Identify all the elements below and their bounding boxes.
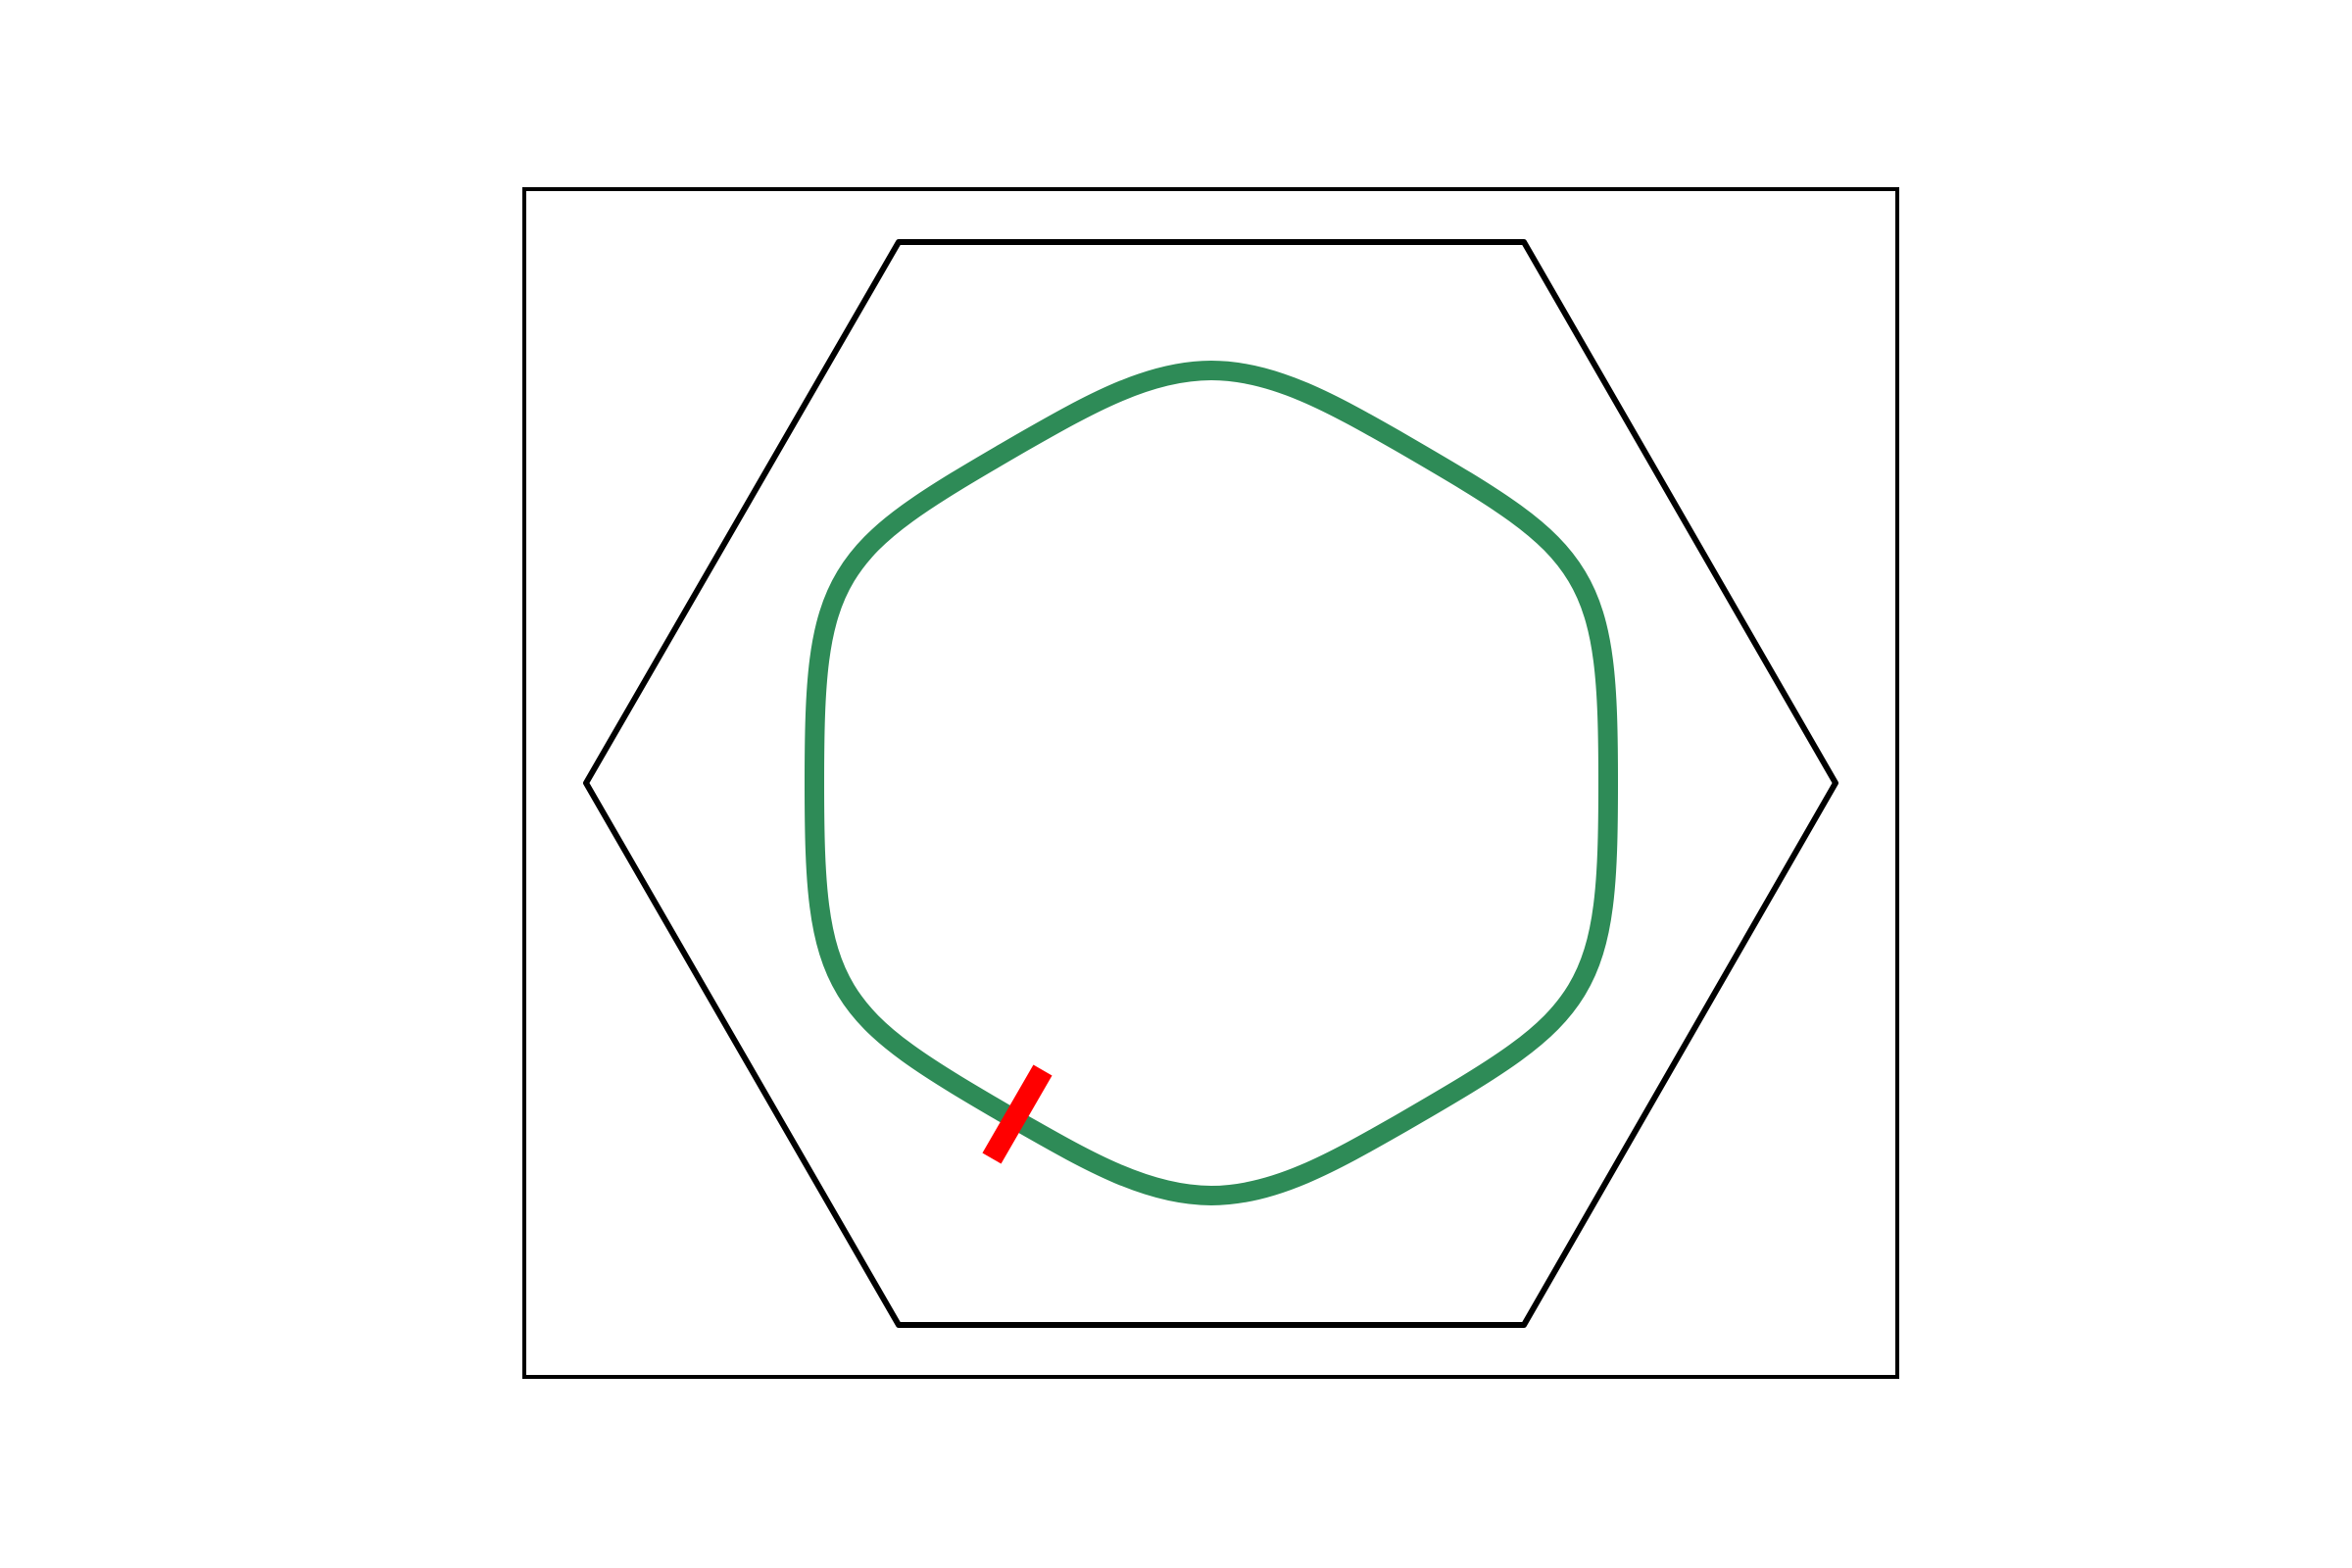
outer-hexagon xyxy=(583,239,1838,1328)
start-marker xyxy=(982,1064,1053,1164)
closed-track-curve xyxy=(805,361,1618,1205)
outer-frame xyxy=(522,187,1899,1379)
